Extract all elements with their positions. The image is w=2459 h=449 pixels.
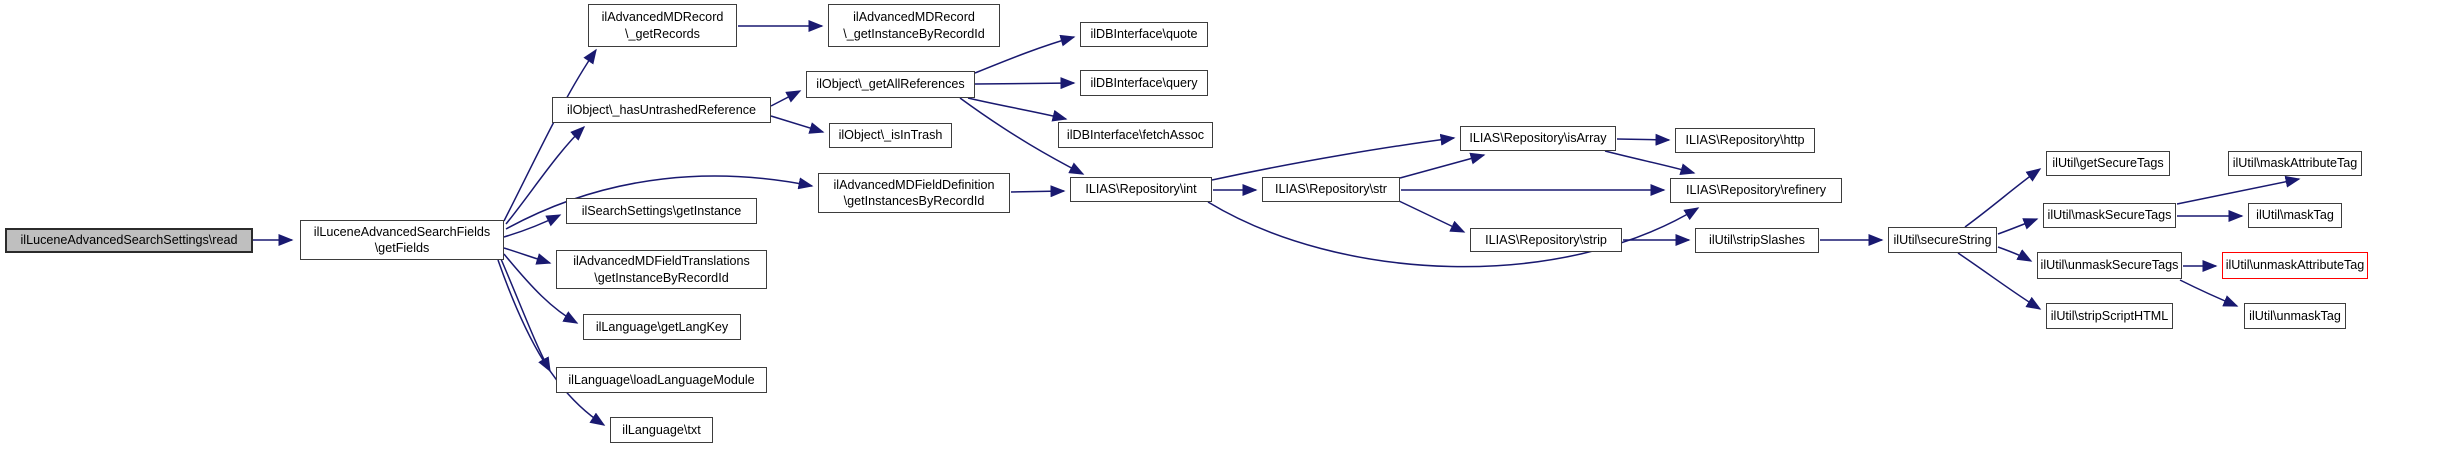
- node-label: ilLanguage\getLangKey: [595, 319, 729, 334]
- node-illanguage-txt[interactable]: ilLanguage\txt: [610, 417, 713, 443]
- node-ilutil-unmasksecuretags[interactable]: ilUtil\unmaskSecureTags: [2037, 252, 2182, 279]
- node-label: ilAdvancedMDRecord: [601, 10, 724, 25]
- node-ilias-repository-refinery[interactable]: ILIAS\Repository\refinery: [1670, 178, 1842, 203]
- node-label: ilAdvancedMDFieldTranslations: [573, 254, 750, 269]
- node-label: ilUtil\maskAttributeTag: [2232, 156, 2358, 171]
- edge-getfields-getinstance: [503, 214, 562, 238]
- edge-unmasksecuretags-unmasktag: [2179, 279, 2239, 307]
- node-label: \_getInstanceByRecordId: [843, 26, 985, 41]
- node-ilias-repository-strip[interactable]: ILIAS\Repository\strip: [1470, 228, 1622, 252]
- node-ilias-repository-str[interactable]: ILIAS\Repository\str: [1262, 177, 1400, 202]
- edge-getfields-loadlanguagemodule: [500, 258, 551, 373]
- node-ilobject-isintrash[interactable]: ilObject\_isInTrash: [829, 123, 952, 148]
- node-ilias-repository-isarray[interactable]: ILIAS\Repository\isArray: [1460, 126, 1616, 151]
- node-label: ilDBInterface\quote: [1090, 27, 1198, 42]
- node-label: \getInstanceByRecordId: [594, 270, 729, 285]
- node-ilias-repository-http[interactable]: ILIAS\Repository\http: [1675, 128, 1815, 153]
- node-ildbinterface-fetchassoc[interactable]: ilDBInterface\fetchAssoc: [1058, 122, 1213, 148]
- node-label: ilUtil\unmaskAttributeTag: [2225, 258, 2365, 273]
- node-label: ILIAS\Repository\strip: [1485, 232, 1607, 247]
- node-label: ilObject\_isInTrash: [838, 128, 943, 143]
- node-illanguage-getlangkey[interactable]: ilLanguage\getLangKey: [583, 314, 741, 340]
- node-label: ilUtil\unmaskSecureTags: [2040, 258, 2179, 273]
- node-label: \_getRecords: [625, 26, 700, 41]
- node-iladvancedmdfieldtranslations-getinstancebyrecordid[interactable]: ilAdvancedMDFieldTranslations \getInstan…: [556, 250, 767, 289]
- node-label: ilObject\_hasUntrashedReference: [566, 102, 756, 117]
- edge-securestring-stripscripthtml: [1957, 252, 2042, 310]
- node-ilutil-masksecuretags[interactable]: ilUtil\maskSecureTags: [2043, 203, 2176, 228]
- node-label: ILIAS\Repository\http: [1685, 133, 1805, 148]
- edge-getfields-getinstancesbyrecordid: [505, 175, 814, 230]
- node-ilobject-getallreferences[interactable]: ilObject\_getAllReferences: [806, 71, 975, 98]
- edge-int-refinery: [1207, 201, 1700, 268]
- edge-getallreferences-query: [974, 77, 1076, 90]
- node-label: ILIAS\Repository\int: [1085, 182, 1197, 197]
- node-label: ilAdvancedMDRecord: [853, 10, 975, 25]
- node-label: ilDBInterface\query: [1090, 75, 1198, 90]
- edge-str-isarray: [1399, 152, 1486, 179]
- node-illanguage-loadlanguagemodule[interactable]: ilLanguage\loadLanguageModule: [556, 367, 767, 393]
- node-label: ilLanguage\loadLanguageModule: [568, 372, 755, 387]
- edge-hasuntrashed-getallreferences: [770, 90, 802, 107]
- node-ilutil-stripscripthtml[interactable]: ilUtil\stripScriptHTML: [2046, 303, 2173, 329]
- node-label: ilUtil\unmaskTag: [2249, 308, 2341, 323]
- node-label: ilUtil\secureString: [1893, 232, 1992, 247]
- node-label: ilLuceneAdvancedSearchFields: [313, 224, 491, 239]
- node-iladvancedmdrecord-getinstancebyrecordid[interactable]: ilAdvancedMDRecord \_getInstanceByRecord…: [828, 4, 1000, 47]
- node-label: ilSearchSettings\getInstance: [581, 203, 742, 218]
- node-ilutil-unmasktag[interactable]: ilUtil\unmaskTag: [2244, 303, 2346, 329]
- node-label: ilObject\_getAllReferences: [816, 77, 965, 92]
- edge-getinstancesbyrecordid-int: [1010, 185, 1066, 198]
- node-label: ILIAS\Repository\refinery: [1686, 183, 1826, 198]
- edge-getallreferences-quote: [974, 34, 1076, 74]
- node-label: ilUtil\stripScriptHTML: [2050, 308, 2169, 323]
- edge-securestring-masksecuretags: [1997, 218, 2039, 235]
- node-ilutil-stripslashes[interactable]: ilUtil\stripSlashes: [1695, 228, 1819, 253]
- node-label: \getInstancesByRecordId: [843, 194, 985, 208]
- edge-getallreferences-int: [959, 97, 1085, 175]
- edge-getfields-translations: [503, 247, 552, 265]
- node-label: \getFields: [374, 241, 430, 255]
- edge-getallreferences-fetchassoc: [967, 97, 1068, 122]
- edge-isarray-http: [1616, 133, 1671, 146]
- edge-masksecuretags-maskattributetag: [2176, 175, 2301, 205]
- node-label: ilUtil\maskTag: [2256, 208, 2334, 223]
- node-ilutil-masktag[interactable]: ilUtil\maskTag: [2248, 203, 2342, 228]
- node-ilsearchsettings-getinstance[interactable]: ilSearchSettings\getInstance: [566, 198, 757, 224]
- edge-getfields-getrecords: [503, 48, 597, 222]
- node-ilobject-hasuntrashedreference[interactable]: ilObject\_hasUntrashedReference: [552, 97, 771, 123]
- edge-isarray-refinery: [1604, 150, 1696, 175]
- node-label: ilUtil\stripSlashes: [1709, 233, 1805, 248]
- node-label: ilAdvancedMDFieldDefinition: [833, 177, 995, 192]
- edge-securestring-getsecuretags: [1964, 168, 2042, 228]
- node-ilutil-maskattributetag[interactable]: ilUtil\maskAttributeTag: [2228, 151, 2362, 176]
- node-ilutil-unmaskattributetag[interactable]: ilUtil\unmaskAttributeTag: [2222, 252, 2368, 279]
- node-label: ilDBInterface\fetchAssoc: [1066, 127, 1205, 142]
- node-label: ILIAS\Repository\str: [1275, 182, 1387, 197]
- edge-hasuntrashed-isintrash: [770, 115, 825, 134]
- node-ilias-repository-int[interactable]: ILIAS\Repository\int: [1070, 177, 1212, 202]
- edge-securestring-unmasksecuretags: [1997, 246, 2033, 262]
- node-label: ilLuceneAdvancedSearchSettings\read: [20, 233, 238, 248]
- node-label: ilUtil\getSecureTags: [2052, 156, 2164, 171]
- edge-int-isarray: [1211, 133, 1456, 181]
- node-ilutil-getsecuretags[interactable]: ilUtil\getSecureTags: [2046, 151, 2170, 176]
- node-iladvancedmdfielddefinition-getinstancesbyrecordid[interactable]: ilAdvancedMDFieldDefinition \getInstance…: [818, 173, 1010, 213]
- node-ildbinterface-quote[interactable]: ilDBInterface\quote: [1080, 22, 1208, 47]
- edge-getfields-txt: [497, 259, 606, 426]
- edge-str-strip: [1398, 200, 1466, 233]
- node-iladvancedmdrecord-getrecords[interactable]: ilAdvancedMDRecord \_getRecords: [588, 4, 737, 47]
- node-illuceneadvancedsearchfields-getfields[interactable]: ilLuceneAdvancedSearchFields \getFields: [300, 220, 504, 260]
- node-label: ilLanguage\txt: [622, 422, 701, 437]
- node-label: ILIAS\Repository\isArray: [1469, 131, 1607, 146]
- node-ildbinterface-query[interactable]: ilDBInterface\query: [1080, 70, 1208, 96]
- node-ilutil-securestring[interactable]: ilUtil\secureString: [1888, 227, 1997, 253]
- edge-getfields-getlangkey: [503, 253, 579, 324]
- edge-getfields-hasuntrashedreference: [505, 125, 586, 225]
- node-label: ilUtil\maskSecureTags: [2047, 208, 2172, 223]
- node-illuceneadvancedsearchsettings-read[interactable]: ilLuceneAdvancedSearchSettings\read: [5, 228, 253, 253]
